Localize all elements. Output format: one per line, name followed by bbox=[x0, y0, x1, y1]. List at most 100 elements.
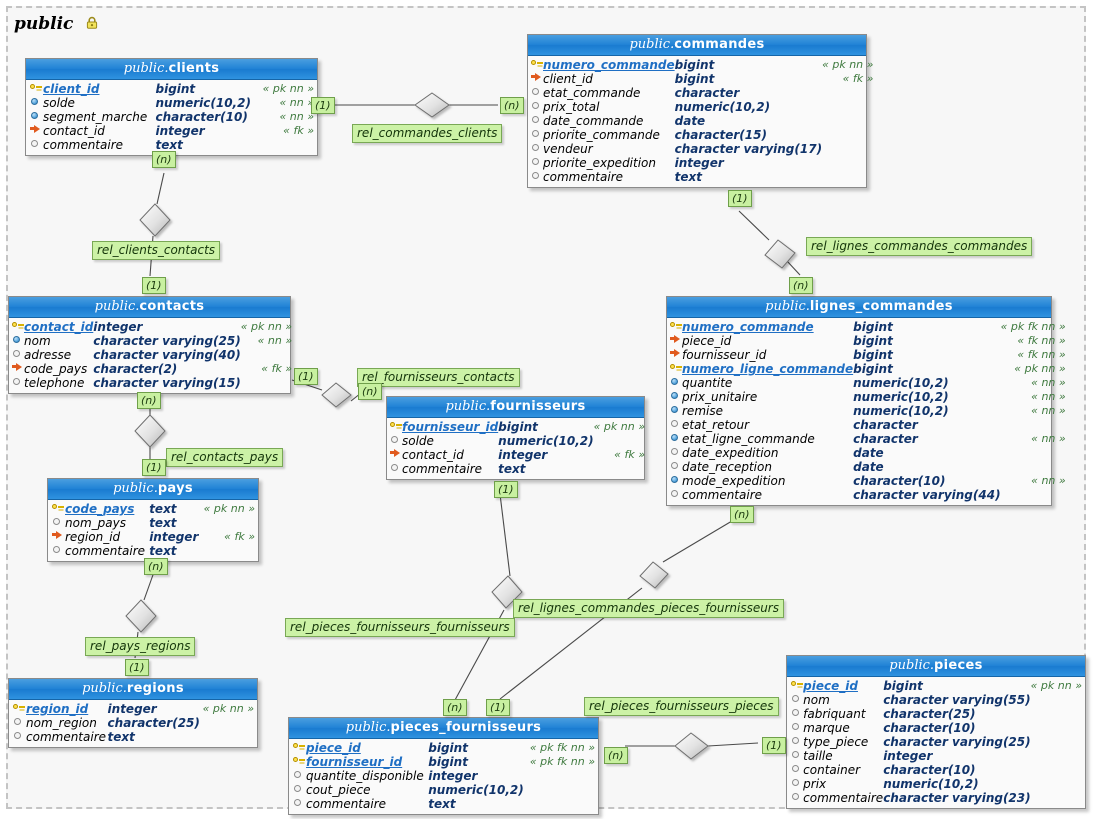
entity-header-pays[interactable]: public.pays bbox=[48, 479, 258, 500]
dot-gray-icon bbox=[531, 128, 543, 142]
relationship-label-rel_commandes_clients[interactable]: rel_commandes_clients bbox=[352, 124, 503, 143]
column-name: region_id bbox=[26, 702, 89, 716]
column-flags bbox=[241, 376, 292, 390]
relationship-label-rel_contacts_pays[interactable]: rel_contacts_pays bbox=[166, 448, 284, 467]
column-flags bbox=[527, 769, 595, 783]
relationship-label-rel_pieces_fournisseurs_fournisseurs[interactable]: rel_pieces_fournisseurs_fournisseurs bbox=[285, 618, 515, 637]
entity-header-clients[interactable]: public.clients bbox=[26, 59, 317, 80]
relationship-label-rel_lignes_commandes_commandes[interactable]: rel_lignes_commandes_commandes bbox=[806, 237, 1033, 256]
dot-gray-icon bbox=[670, 446, 682, 460]
entity-header-commandes[interactable]: public.commandes bbox=[528, 35, 866, 56]
relationship-label-rel_pieces_fournisseurs_pieces[interactable]: rel_pieces_fournisseurs_pieces bbox=[584, 697, 779, 716]
dot-gray-icon bbox=[292, 797, 306, 811]
entity-header-fournisseurs[interactable]: public.fournisseurs bbox=[387, 397, 644, 418]
cardinality-card-fournisseurs-pieces-one: (1) bbox=[494, 481, 518, 498]
column-type: character(10) bbox=[883, 763, 976, 777]
column-type: numeric(10,2) bbox=[853, 376, 949, 390]
column-type: integer bbox=[107, 702, 157, 716]
relationship-label-rel_fournisseurs_contacts[interactable]: rel_fournisseurs_contacts bbox=[357, 368, 520, 387]
relationship-label-rel_pays_regions[interactable]: rel_pays_regions bbox=[85, 637, 196, 656]
column-flags bbox=[1001, 460, 1066, 474]
entity-header-contacts[interactable]: public.contacts bbox=[9, 297, 290, 318]
entity-table-name: regions bbox=[126, 681, 184, 696]
relationship-label-rel_lignes_commandes_pieces_fournisseurs[interactable]: rel_lignes_commandes_pieces_fournisseurs bbox=[513, 599, 784, 618]
column-flags bbox=[594, 462, 645, 476]
column-type: bigint bbox=[498, 420, 538, 434]
entity-header-regions[interactable]: public.regions bbox=[9, 679, 257, 700]
relationship-label-rel_clients_contacts[interactable]: rel_clients_contacts bbox=[92, 241, 221, 260]
column-flags: « nn » bbox=[257, 334, 293, 347]
entity-header-lignes_commandes[interactable]: public.lignes_commandes bbox=[667, 297, 1051, 318]
entity-header-pieces_fournisseurs[interactable]: public.pieces_fournisseurs bbox=[289, 718, 598, 739]
entity-header-pieces[interactable]: public.pieces bbox=[787, 656, 1085, 677]
